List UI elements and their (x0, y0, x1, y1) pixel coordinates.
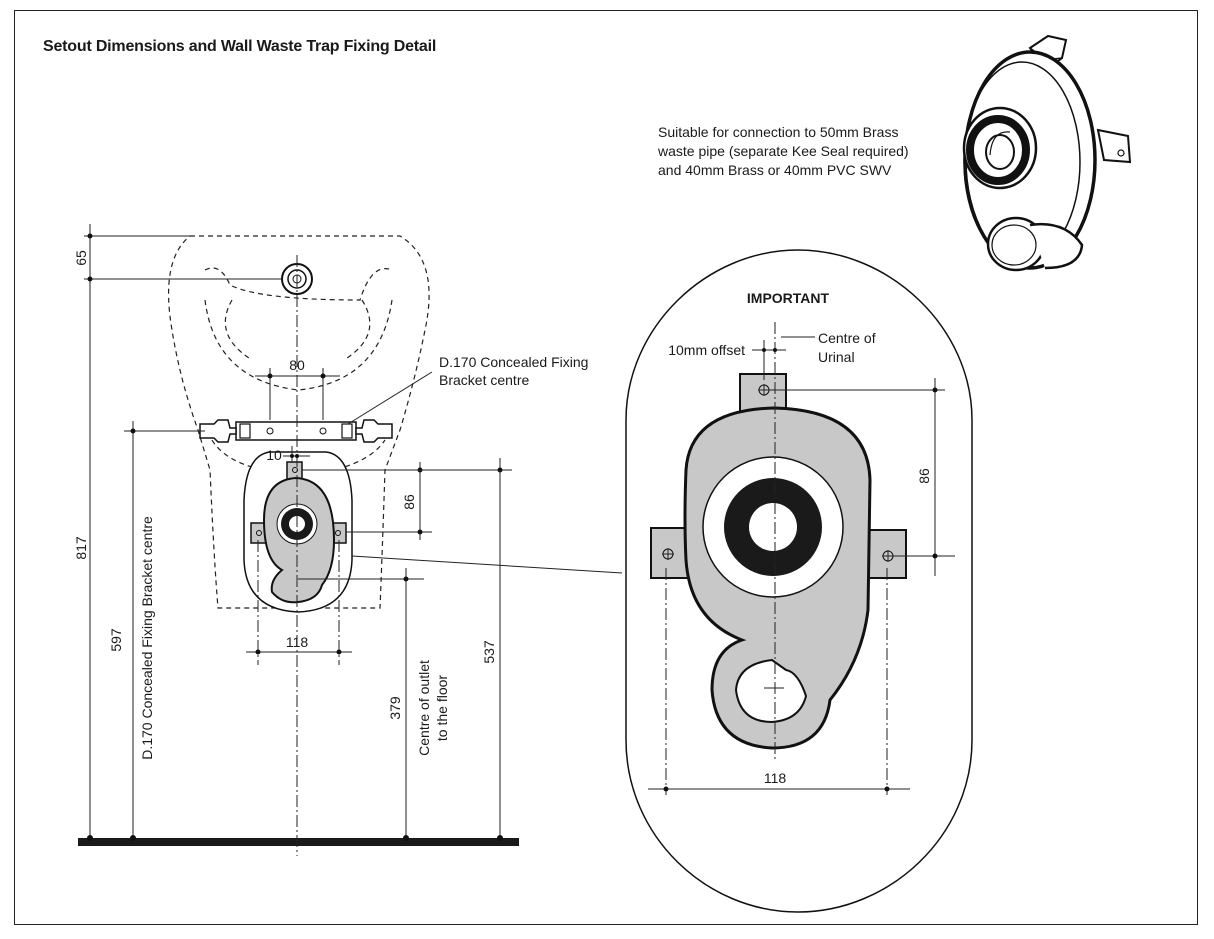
offset-label: 10mm offset (668, 342, 745, 358)
dim-65: 65 (73, 250, 89, 266)
dim-537: 537 (481, 640, 497, 664)
elevation-view: 65 817 597 D.170 Concealed Fixing Bracke… (73, 224, 623, 856)
urinal-outline (167, 235, 430, 609)
concealed-fixing-bracket (199, 419, 393, 443)
dim-10: 10 (266, 447, 282, 463)
detail-dim-118: 118 (764, 770, 787, 786)
note-line-2: waste pipe (separate Kee Seal required) (658, 143, 909, 159)
drawing-frame (14, 10, 1198, 925)
important-detail-view: IMPORTANT 10mm offset Centre of Urinal (625, 249, 973, 913)
connection-note: Suitable for connection to 50mm Brass wa… (658, 123, 909, 180)
outlet-label-line-2: to the floor (434, 675, 450, 741)
floor-line (78, 838, 519, 846)
outlet-label-line-1: Centre of outlet (416, 660, 432, 756)
dim-817: 817 (73, 536, 89, 560)
important-heading: IMPORTANT (747, 290, 830, 306)
bracket-label-line-1: D.170 Concealed Fixing (439, 354, 588, 370)
detail-dim-86: 86 (916, 468, 932, 484)
bracket-label-line-2: Bracket centre (439, 372, 529, 388)
note-line-3: and 40mm Brass or 40mm PVC SWV (658, 162, 892, 178)
centre-label-line-1: Centre of (818, 330, 876, 346)
trap-3d-illustration (962, 34, 1132, 272)
bracket-centre-vertical-label: D.170 Concealed Fixing Bracket centre (139, 516, 155, 760)
dim-86: 86 (401, 494, 417, 510)
dim-80: 80 (289, 357, 305, 373)
dim-118: 118 (286, 634, 309, 650)
dim-379: 379 (387, 696, 403, 720)
centre-label-line-2: Urinal (818, 349, 855, 365)
dim-597: 597 (108, 628, 124, 652)
note-line-1: Suitable for connection to 50mm Brass (658, 124, 899, 140)
drawing-title: Setout Dimensions and Wall Waste Trap Fi… (43, 38, 437, 55)
